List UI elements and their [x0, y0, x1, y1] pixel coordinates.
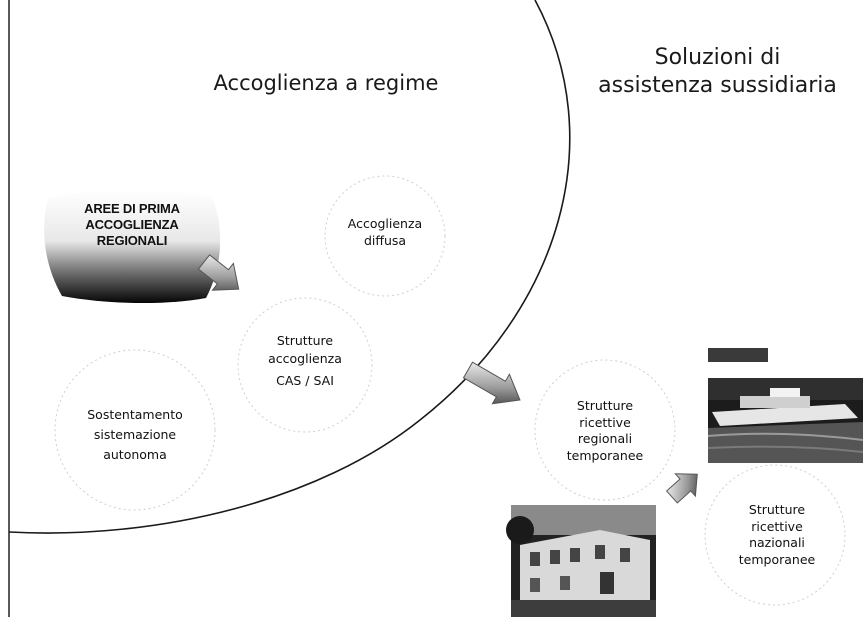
circle-regionali	[534, 359, 676, 501]
node-naz-line2: ricettive	[751, 518, 803, 534]
node-naz-line1: Strutture	[748, 502, 806, 517]
sussidiaria-title: Soluzioni di assistenza sussidiaria	[575, 44, 860, 99]
node-reg-line3: regionali	[577, 431, 633, 446]
node-cas-line2: accoglienza	[268, 351, 342, 366]
node-reg-line2: ricettive	[579, 414, 631, 430]
node-aree-prima-accoglienza: AREE DI PRIMA ACCOGLIENZA REGIONALI	[62, 201, 202, 249]
node-strutture-regionali: Strutture ricettive regionali temporanee	[550, 398, 660, 464]
node-diffusa-line1: Accoglienza	[347, 216, 423, 231]
node-accoglienza-diffusa: Accoglienza diffusa	[330, 215, 440, 249]
node-naz-line3: nazionali	[749, 535, 805, 550]
node-sost-line2: sistemazione	[93, 427, 177, 442]
arrow-aree-to-cas	[197, 254, 240, 291]
node-sost-line3: autonoma	[103, 447, 167, 462]
arrow-regionali-to-nazionali	[665, 473, 698, 504]
node-reg-line1: Strutture	[576, 398, 634, 413]
node-aree-line1: AREE DI PRIMA	[84, 201, 180, 216]
building-photo	[506, 505, 656, 617]
ship-photo	[707, 348, 863, 463]
node-sostentamento: Sostentamento sistemazione autonoma	[60, 405, 210, 465]
circle-nazionali	[704, 464, 846, 606]
sussidiaria-title-line2: assistenza sussidiaria	[598, 72, 837, 98]
node-reg-line4: temporanee	[566, 447, 644, 463]
node-cas-line1: Strutture	[276, 333, 334, 348]
node-strutture-nazionali: Strutture ricettive nazionali temporanee	[722, 502, 832, 568]
regime-title: Accoglienza a regime	[213, 71, 439, 95]
node-aree-line3: REGIONALI	[96, 233, 168, 248]
arrow-cas-to-regionali	[462, 361, 521, 405]
circle-diffusa	[324, 175, 446, 297]
node-cas-line3: CAS / SAI	[276, 373, 334, 388]
node-strutture-cas-sai: Strutture accoglienza CAS / SAI	[250, 332, 360, 390]
node-aree-line2: ACCOGLIENZA	[85, 217, 179, 232]
node-diffusa-line2: diffusa	[363, 233, 407, 248]
circle-sostentamento	[54, 349, 216, 511]
circle-cas-sai	[237, 297, 373, 433]
regime-region-arc	[8, 0, 571, 534]
node-sost-line1: Sostentamento	[87, 407, 183, 422]
aree-shape	[44, 190, 221, 304]
sussidiaria-title-line1: Soluzioni di	[654, 45, 781, 70]
node-naz-line4: temporanee	[738, 551, 816, 567]
